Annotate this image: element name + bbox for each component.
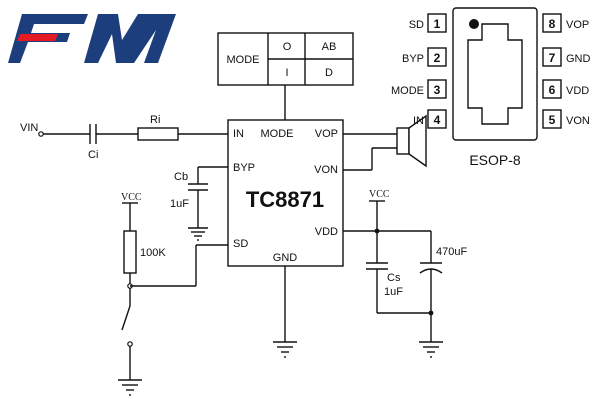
ri-label: Ri [150, 114, 160, 126]
pin-number: 1 [434, 17, 441, 31]
pin-label-von: VON [314, 164, 338, 176]
c-bulk-value: 470uF [436, 246, 467, 258]
pin-name: VON [566, 115, 590, 127]
speaker-icon [396, 127, 410, 155]
ground-symbol [188, 227, 208, 241]
cb-label: Cb [174, 171, 188, 183]
pin-name: VOP [566, 19, 589, 31]
ci-label: Ci [88, 149, 98, 161]
pin-label-byp: BYP [233, 162, 255, 174]
chip-name: TC8871 [246, 187, 324, 212]
pin-name: GND [566, 53, 591, 65]
pin-number: 3 [434, 83, 441, 97]
sd-switch [121, 305, 131, 331]
mode-table-cell: D [325, 67, 333, 79]
package-pinout: 1 2 3 4 SD BYP MODE IN 8 7 6 5 VOP GND V… [391, 7, 591, 168]
pin-name: BYP [402, 53, 424, 65]
cs-value: 1uF [384, 286, 403, 298]
pin-label-sd: SD [233, 238, 248, 250]
package-name: ESOP-8 [469, 152, 521, 168]
ri-resistor [137, 127, 179, 141]
amplifier-ic: TC8871 IN MODE VOP BYP VON SD VDD GND [227, 119, 344, 267]
mode-table-cell: O [283, 41, 292, 53]
cb-value: 1uF [170, 198, 189, 210]
cs-label: Cs [387, 272, 401, 284]
brand-logo: FM [0, 0, 176, 63]
supply-network: VCC Cs 1uF 470uF [343, 189, 467, 358]
ground-symbol [118, 379, 142, 396]
pin-number: 8 [549, 17, 556, 31]
pin-name: MODE [391, 85, 424, 97]
mode-table-header: MODE [227, 54, 260, 66]
pin-label-gnd: GND [273, 252, 298, 264]
pin-name: SD [409, 19, 424, 31]
pin-number: 6 [549, 83, 556, 97]
mode-table: MODE O AB I D [217, 32, 354, 120]
exposed-pad-icon [467, 23, 523, 125]
brand-logo-text: FM [0, 0, 16, 3]
mode-table-cell: AB [322, 41, 337, 53]
pin-number: 2 [434, 51, 441, 65]
pin-number: 5 [549, 113, 556, 127]
ground-symbol [419, 341, 443, 358]
ic-ground [273, 266, 297, 358]
vin-label: VIN [20, 122, 38, 134]
r-sd-value: 100K [140, 247, 166, 259]
pin-label-in: IN [233, 128, 244, 140]
bypass-network: Cb 1uF [170, 166, 228, 241]
pin-number: 7 [549, 51, 556, 65]
shutdown-network: VCC 100K [118, 192, 228, 396]
pin-label-mode: MODE [261, 128, 294, 140]
vcc-label: VCC [369, 189, 390, 200]
input-network: VIN Ci Ri [20, 114, 228, 161]
pin-name: IN [413, 115, 424, 127]
vin-terminal [38, 131, 44, 137]
pin1-marker-icon [469, 19, 479, 29]
vcc-label: VCC [121, 192, 142, 203]
r-sd-resistor [123, 230, 137, 274]
pin-label-vdd: VDD [315, 226, 338, 238]
pin-number: 4 [434, 113, 441, 127]
mode-table-cell: I [285, 67, 288, 79]
pin-label-vop: VOP [315, 128, 338, 140]
speaker [343, 114, 427, 171]
pin-name: VDD [566, 85, 589, 97]
